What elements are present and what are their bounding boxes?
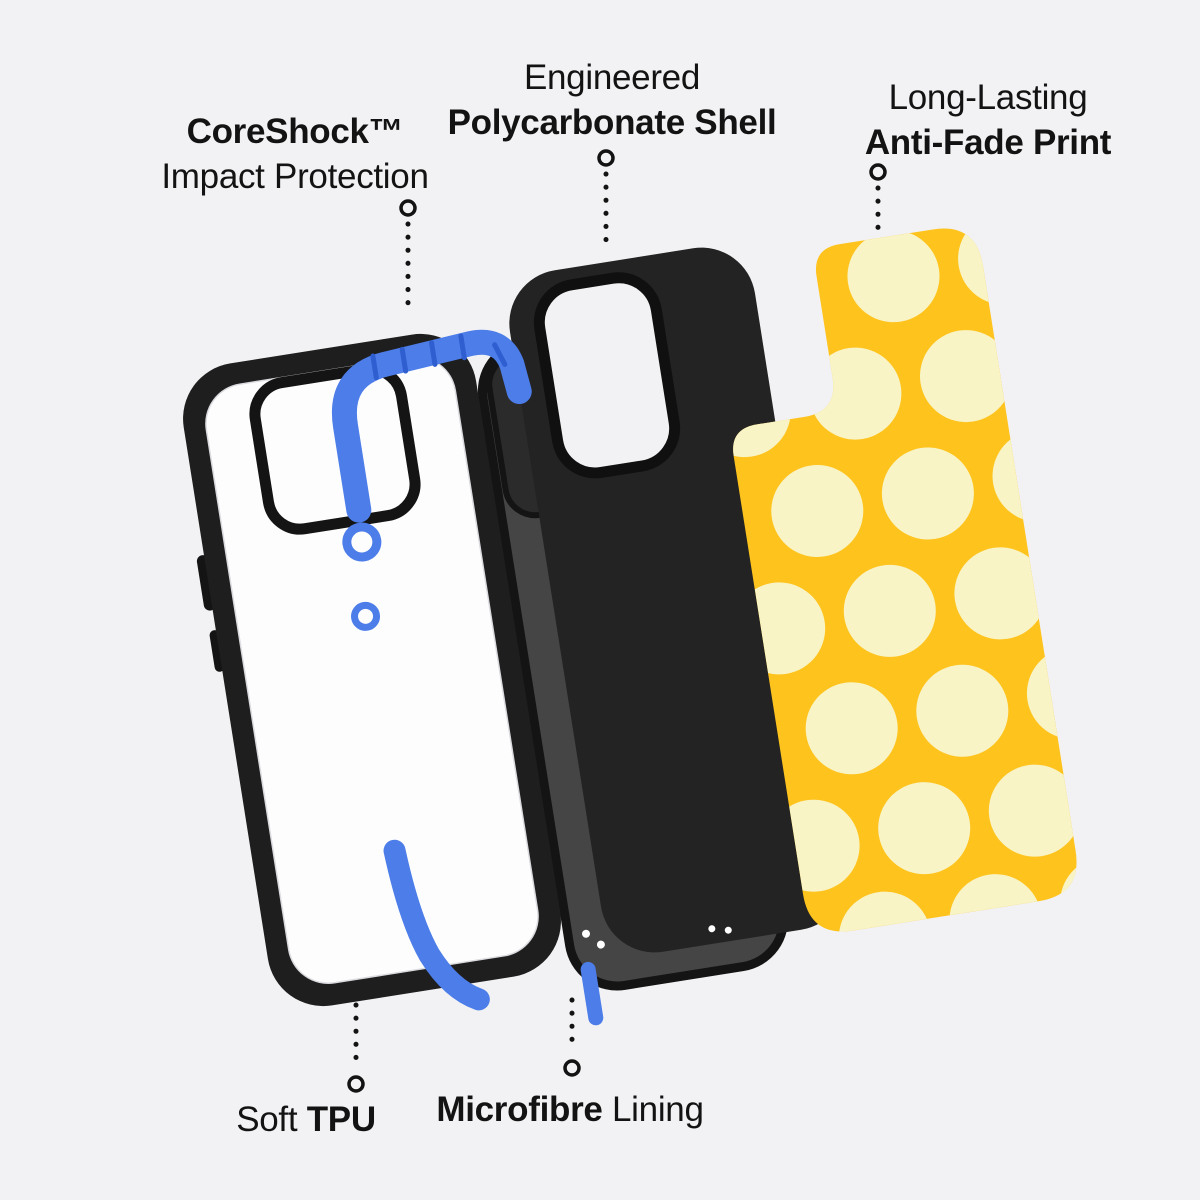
callout-shell-title: Engineered [523, 58, 701, 97]
callout-tpu-bold: TPU [306, 1100, 376, 1139]
coreshock-insert-tab [580, 961, 604, 1026]
callout-lining-bold: Microfibre [436, 1090, 603, 1129]
callout-shell-subtitle: Polycarbonate Shell [447, 102, 777, 142]
callout-lining-regular: Lining [612, 1090, 704, 1129]
coreshock-bottom-rail [383, 839, 490, 1011]
leader-dot-tpu [347, 1075, 365, 1093]
speaker-holes [708, 925, 732, 934]
leader-lines [347, 149, 887, 1093]
coreshock-frame-ticks [370, 333, 508, 381]
coreshock-frame [331, 329, 532, 523]
camera-ring-large [342, 522, 382, 562]
leader-dot-print [869, 163, 887, 181]
callout-print: Long-Lasting Anti-Fade Print [864, 76, 1112, 166]
camera-ring-small [351, 601, 381, 631]
callout-lining: Microfibre Lining [436, 1088, 704, 1133]
callout-coreshock: CoreShock™ Impact Protection [161, 110, 429, 200]
mic-holes [582, 929, 605, 949]
callout-coreshock-title: CoreShock™ [186, 112, 404, 151]
tpu-bumper-layer [183, 329, 561, 1011]
callout-tpu-regular: Soft [236, 1100, 298, 1139]
leader-dot-shell [597, 149, 615, 167]
shell-camera-cutout [533, 272, 681, 479]
callout-print-title: Long-Lasting [888, 78, 1088, 117]
callout-print-subtitle: Anti-Fade Print [864, 122, 1112, 162]
leader-dot-lining [563, 1059, 581, 1077]
callout-coreshock-subtitle: Impact Protection [161, 156, 429, 196]
camera-module-outline [249, 363, 421, 535]
leader-dot-coreshock [399, 199, 417, 217]
callout-shell: Engineered Polycarbonate Shell [448, 56, 777, 146]
callout-tpu: Soft TPU [236, 1098, 376, 1143]
